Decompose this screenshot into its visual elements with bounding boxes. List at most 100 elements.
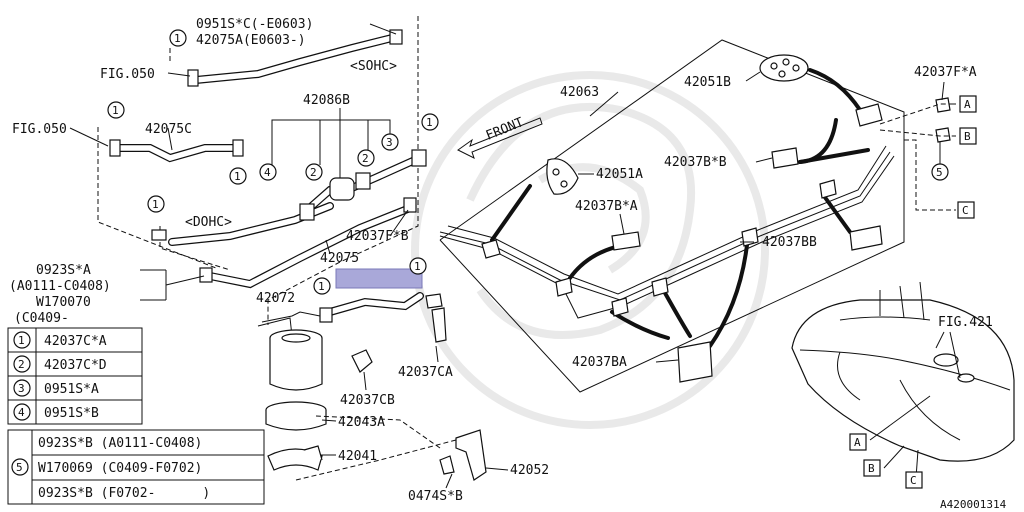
- svg-text:1: 1: [18, 334, 25, 347]
- svg-text:4: 4: [264, 166, 271, 179]
- svg-text:B: B: [868, 462, 875, 475]
- svg-text:1: 1: [112, 104, 119, 117]
- legend-row: 1 42037C*A: [13, 331, 107, 349]
- callout-1[interactable]: 1: [147, 195, 165, 213]
- hose-clamp: [319, 307, 333, 323]
- svg-text:0951S*A: 0951S*A: [44, 382, 99, 397]
- label-w170070: W170070: [36, 295, 91, 310]
- left-hose-assembly: [97, 16, 487, 481]
- hose-clamp: [403, 197, 417, 213]
- label-fig050-left[interactable]: FIG.050: [12, 122, 67, 137]
- label-c0409: (C0409-: [14, 311, 69, 326]
- svg-text:1: 1: [234, 170, 241, 183]
- svg-text:5: 5: [16, 461, 23, 474]
- hose-clamp: [109, 139, 121, 157]
- callout-circles: 1 1 1 1 1 1 1 2 2 3 4 5: [107, 29, 949, 295]
- hose-clamp: [187, 69, 199, 87]
- label-42072: 42072: [256, 291, 295, 306]
- legend-5-row: W170069 (C0409-F0702): [38, 461, 202, 476]
- legend-group-5: 5 0923S*B (A0111-C0408) W170069 (C0409-F…: [7, 429, 265, 505]
- label-42075: 42075: [320, 251, 359, 266]
- label-0923sa-range: (A0111-C0408): [9, 279, 111, 294]
- callout-2[interactable]: 2: [357, 149, 375, 167]
- callout-3[interactable]: 3: [381, 133, 399, 151]
- callout-1[interactable]: 1: [409, 257, 427, 275]
- svg-text:1: 1: [152, 198, 159, 211]
- label-0923sa: 0923S*A: [36, 263, 91, 278]
- fuel-tank[interactable]: [791, 281, 1015, 462]
- legend-5-row: 0923S*B (F0702- ): [38, 486, 210, 501]
- callout-1[interactable]: 1: [229, 167, 247, 185]
- clip-42037ca: [431, 307, 447, 343]
- svg-text:A: A: [964, 98, 971, 111]
- svg-text:2: 2: [310, 166, 317, 179]
- label-42051a: 42051A: [596, 167, 643, 182]
- highlighted-pipe[interactable]: [335, 268, 423, 289]
- ref-box-b[interactable]: B: [863, 459, 881, 477]
- callout-1[interactable]: 1: [421, 113, 439, 131]
- svg-text:42037C*D: 42037C*D: [44, 358, 107, 373]
- callout-1[interactable]: 1: [313, 277, 331, 295]
- svg-text:1: 1: [426, 116, 433, 129]
- label-42037ba-star: 42037B*A: [575, 199, 638, 214]
- callout-2[interactable]: 2: [305, 163, 323, 181]
- legend-row: 2 42037C*D: [13, 355, 107, 373]
- label-42075a: 42075A(E0603-): [196, 33, 306, 48]
- ref-box-c[interactable]: C: [905, 471, 923, 489]
- svg-text:3: 3: [18, 382, 25, 395]
- ref-box-a[interactable]: A: [849, 433, 867, 451]
- svg-text:1: 1: [414, 260, 421, 273]
- ref-box-b[interactable]: B: [959, 127, 977, 145]
- svg-text:4: 4: [18, 406, 25, 419]
- diagram-id: A420001314: [940, 498, 1007, 511]
- label-42086b: 42086B: [303, 93, 350, 108]
- label-42037cb: 42037CB: [340, 393, 395, 408]
- label-fig421[interactable]: FIG.421: [938, 315, 993, 330]
- callout-4[interactable]: 4: [259, 163, 277, 181]
- label-42051b: 42051B: [684, 75, 731, 90]
- svg-text:0951S*B: 0951S*B: [44, 406, 99, 421]
- hose-clamp: [411, 149, 427, 167]
- label-42037bb-star: 42037B*B: [664, 155, 727, 170]
- tank-line-assembly: [439, 39, 956, 393]
- callout-1[interactable]: 1: [107, 101, 125, 119]
- label-0474sb: 0474S*B: [408, 489, 463, 504]
- label-0951s-c: 0951S*C(-E0603): [196, 17, 313, 32]
- ref-box-a[interactable]: A: [959, 95, 977, 113]
- clip-42037cb: [351, 349, 373, 373]
- legend-row: 4 0951S*B: [13, 403, 99, 421]
- ref-box-c[interactable]: C: [957, 201, 975, 219]
- hose-clamp: [151, 229, 167, 241]
- filter-band: [265, 401, 327, 431]
- svg-text:3: 3: [386, 136, 393, 149]
- grommet-42051a[interactable]: [546, 158, 579, 195]
- clip-42037bb-star[interactable]: [771, 147, 799, 169]
- label-42037ba: 42037BA: [572, 355, 627, 370]
- label-dohc: <DOHC>: [185, 215, 232, 230]
- clip-42037ba-star[interactable]: [611, 231, 641, 251]
- label-fig050-top[interactable]: FIG.050: [100, 67, 155, 82]
- legend-table: 1 42037C*A 2 42037C*D 3 0951S*A 4 0951S*…: [7, 327, 143, 425]
- label-42037fa: 42037F*A: [914, 65, 977, 80]
- label-42043a: 42043A: [338, 415, 385, 430]
- svg-text:2: 2: [18, 358, 25, 371]
- svg-text:C: C: [910, 474, 917, 487]
- grommet-42051b[interactable]: [759, 54, 809, 82]
- callout-1[interactable]: 1: [169, 29, 187, 47]
- filter-bracket: [267, 445, 323, 471]
- clip-42037bb[interactable]: [849, 225, 883, 251]
- fuel-filter[interactable]: [269, 329, 323, 391]
- label-42063: 42063: [560, 85, 599, 100]
- front-direction-arrow: [457, 117, 543, 159]
- svg-text:1: 1: [174, 32, 181, 45]
- svg-text:5: 5: [936, 166, 943, 179]
- watermark-emblem: [411, 71, 769, 429]
- callout-5[interactable]: 5: [931, 163, 949, 181]
- clip-42037ba[interactable]: [677, 341, 713, 383]
- hose-clamp: [199, 267, 213, 283]
- label-42037ca: 42037CA: [398, 365, 453, 380]
- label-42037fb: 42037F*B: [346, 229, 409, 244]
- svg-text:1: 1: [318, 280, 325, 293]
- reference-boxes: A B C A B C: [849, 95, 977, 489]
- label-42052: 42052: [510, 463, 549, 478]
